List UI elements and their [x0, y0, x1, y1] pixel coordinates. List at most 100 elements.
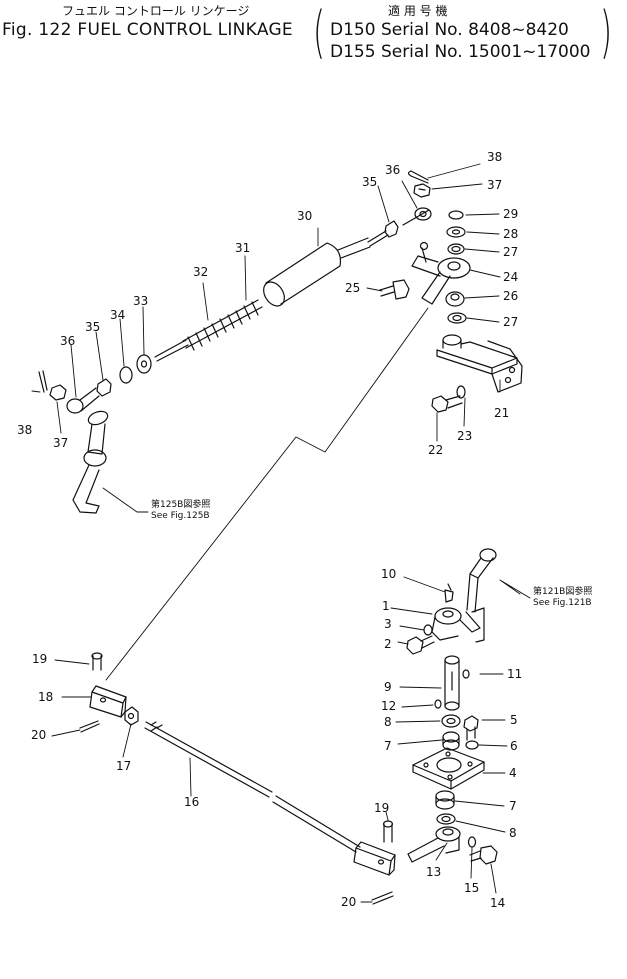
washer-28-part: [446, 226, 466, 238]
callout-12: 12: [381, 699, 396, 713]
ref-125b-en: See Fig.125B: [151, 511, 210, 521]
control-rod: [154, 339, 189, 362]
lower-rod-end-part: [66, 387, 100, 414]
callout-15: 15: [464, 881, 479, 895]
callout-25: 25: [345, 281, 360, 295]
callout-38-lower: 38: [17, 423, 32, 437]
nut-part: [413, 183, 431, 198]
bushing-26-part: [445, 291, 465, 307]
callout-8-lower: 8: [509, 826, 517, 840]
callout-34: 34: [110, 308, 125, 322]
callout-35-top: 35: [362, 175, 377, 189]
right-clevis-part: [353, 841, 396, 876]
bushing-7-upper-part: [442, 731, 460, 751]
callout-24: 24: [503, 270, 518, 284]
seal-8-lower-part: [436, 813, 456, 825]
callout-32: 32: [193, 265, 208, 279]
figure-title: Fig. 122 FUEL CONTROL LINKAGE: [2, 20, 293, 40]
callout-4: 4: [509, 766, 517, 780]
callout-7-upper: 7: [384, 739, 392, 753]
callout-20-left: 20: [31, 728, 46, 742]
lower-lever-washer-part: [467, 836, 477, 848]
grease-fitting-part: [444, 583, 454, 603]
callout-21: 21: [494, 406, 509, 420]
callout-26: 26: [503, 289, 518, 303]
callout-33: 33: [133, 294, 148, 308]
callout-37-top: 37: [487, 178, 502, 192]
callout-17: 17: [116, 759, 131, 773]
callout-19-right: 19: [374, 801, 389, 815]
callout-38-top: 38: [487, 150, 502, 164]
lower-cotter-pin-part: [38, 370, 48, 393]
callout-6: 6: [510, 739, 518, 753]
washer-part: [136, 354, 152, 374]
linkage-leader-line: [105, 307, 429, 681]
callout-7-lower: 7: [509, 799, 517, 813]
callout-14: 14: [490, 896, 505, 910]
spring-part: [182, 299, 263, 351]
callout-31: 31: [235, 241, 250, 255]
callout-18: 18: [38, 690, 53, 704]
snap-ring-part: [119, 366, 133, 384]
close-bracket: ): [600, 0, 613, 65]
left-clevis-part: [89, 685, 127, 718]
callout-10: 10: [381, 567, 396, 581]
washer-29-part: [448, 210, 464, 220]
lower-lever-13-part: [407, 826, 461, 863]
connecting-rod-part: [144, 721, 361, 853]
tube-part: [263, 237, 371, 307]
callout-29: 29: [503, 207, 518, 221]
seal-27-upper-part: [447, 243, 465, 255]
lever-washer-part: [423, 624, 433, 636]
bearing-housing-part: [412, 747, 485, 790]
lever-bolt-part: [406, 635, 435, 655]
serial-range-d155: D155 Serial No. 15001~17000: [330, 42, 591, 62]
callout-numbers: 38 37 36 35 29 28 27 30 31 24 32 25 26 3…: [17, 150, 522, 910]
callout-11: 11: [507, 667, 522, 681]
bracket-washer-part: [456, 385, 466, 399]
left-lock-nut-part: [124, 706, 139, 726]
callout-28: 28: [503, 227, 518, 241]
shaft-9-part: [444, 655, 460, 711]
callout-9: 9: [384, 680, 392, 694]
lever-1-part: [431, 607, 485, 643]
callout-leaders: [31, 163, 531, 903]
callout-8-upper: 8: [384, 715, 392, 729]
callout-22: 22: [428, 443, 443, 457]
callout-2: 2: [384, 637, 392, 651]
threaded-stud: [367, 230, 389, 247]
callout-20-right: 20: [341, 895, 356, 909]
cotter-pin-part: [407, 170, 429, 184]
governor-lever-part: [72, 410, 109, 514]
lower-lock-nut-part: [96, 378, 112, 397]
japanese-applicability-label: 適 用 号 機: [388, 4, 448, 18]
lock-nut-part: [384, 220, 399, 238]
mounting-bracket-part: [436, 334, 523, 393]
japanese-title: フュエル コントロール リンケージ: [62, 4, 250, 18]
seal-27-lower-part: [447, 312, 467, 324]
callout-30: 30: [297, 209, 312, 223]
seal-8-upper-part: [441, 714, 461, 728]
housing-washer-part: [465, 740, 479, 750]
throttle-lever-upper-part: [466, 548, 497, 613]
ref-121b-en: See Fig.121B: [533, 598, 592, 608]
left-clevis-pin-part: [91, 652, 103, 671]
callout-19-left: 19: [32, 652, 47, 666]
callout-1: 1: [382, 599, 390, 613]
callout-37-lower: 37: [53, 436, 68, 450]
pin-12-part: [434, 699, 442, 709]
serial-range-d150: D150 Serial No. 8408~8420: [330, 20, 569, 40]
left-cotter-pin-part: [79, 720, 100, 733]
title-block: フュエル コントロール リンケージ 適 用 号 機 Fig. 122 FUEL …: [0, 0, 627, 70]
callout-27-lower: 27: [503, 315, 518, 329]
lower-nut-part: [49, 384, 67, 401]
lower-lever-bolt-part: [469, 845, 498, 865]
callout-3: 3: [384, 617, 392, 631]
callout-23: 23: [457, 429, 472, 443]
bushing-7-lower-part: [435, 790, 455, 810]
callout-5: 5: [510, 713, 518, 727]
callout-36-lower: 36: [60, 334, 75, 348]
pin-11-part: [462, 669, 470, 679]
rod-end-part: [402, 207, 432, 226]
